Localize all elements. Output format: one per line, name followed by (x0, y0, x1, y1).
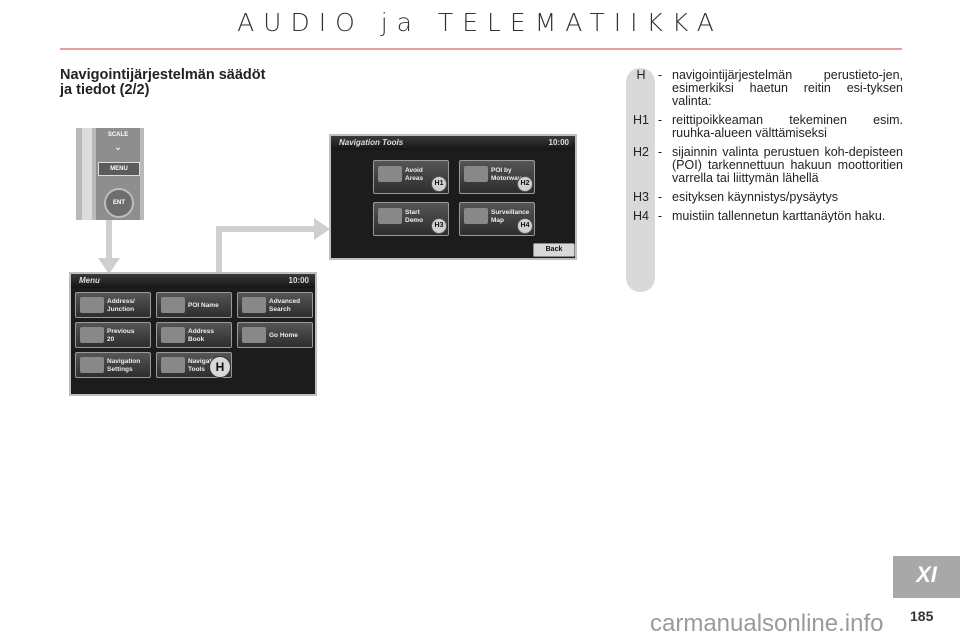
section-title: Navigointijärjestelmän säädöt ja tiedot … (60, 68, 265, 98)
settings-icon (80, 357, 104, 373)
legend-dash: - (658, 68, 663, 82)
back-button[interactable]: Back (533, 243, 575, 257)
button-label: Navigation Tools (188, 358, 222, 373)
legend-code: H1 (633, 113, 649, 127)
button-label: POI Name (188, 302, 219, 309)
button-label: Advanced Search (269, 298, 301, 313)
section-title-line2: ja tiedot (2/2) (60, 82, 150, 98)
legend-item: H - navigointijärjestelmän perustieto-je… (628, 69, 903, 108)
chapter-label: XI (916, 562, 937, 587)
chevron-down-icon: ⌄ (113, 142, 123, 153)
button-label: POI by Motorway (491, 167, 522, 182)
badge-h3: H3 (431, 218, 447, 234)
screen-title-bar: Menu 10:00 (71, 274, 315, 288)
search-icon (242, 297, 266, 313)
demo-icon (378, 208, 402, 224)
menu-address-junction-button[interactable]: Address/ Junction (75, 292, 151, 318)
badge-h1: H1 (431, 176, 447, 192)
history-icon (80, 327, 104, 343)
legend-item: H2 - sijainnin valinta perustuen koh-dep… (628, 146, 903, 185)
menu-screen: Menu 10:00 Address/ Junction POI Name Ad… (69, 272, 317, 396)
legend-code: H4 (633, 209, 649, 223)
address-icon (80, 297, 104, 313)
legend-item: H3 - esityksen käynnistys/pysäytys (628, 191, 903, 204)
button-label: Address Book (188, 328, 215, 343)
control-panel-strip (82, 128, 92, 220)
watermark: carmanualsonline.info (650, 610, 884, 637)
home-icon (242, 327, 266, 343)
menu-button[interactable]: MENU (98, 162, 140, 176)
menu-previous-20-button[interactable]: Previous 20 (75, 322, 151, 348)
button-label: Start Demo (405, 209, 424, 224)
legend-item: H4 - muistiin tallennetun karttanäytön h… (628, 210, 903, 223)
button-label: Go Home (269, 332, 298, 339)
legend-dash: - (658, 190, 663, 204)
badge-h4: H4 (517, 218, 533, 234)
ent-knob[interactable]: ENT (104, 188, 134, 218)
button-label: Previous 20 (107, 328, 135, 343)
screen-title: Menu (79, 276, 100, 285)
page-number: 185 (910, 608, 934, 624)
arrow-down-head (98, 258, 120, 274)
menu-go-home-button[interactable]: Go Home (237, 322, 313, 348)
legend-code: H3 (633, 190, 649, 204)
legend-dash: - (658, 113, 663, 127)
poi-icon (161, 297, 185, 313)
menu-address-book-button[interactable]: Address Book (156, 322, 232, 348)
scale-button[interactable]: SCALE (107, 132, 129, 138)
avoid-areas-button[interactable]: Avoid Areas (373, 160, 449, 194)
button-label: Avoid Areas (405, 167, 424, 182)
header-rule (60, 48, 902, 50)
legend-code: H2 (633, 145, 649, 159)
page-header: AUDIO ja TELEMATIIKKA (237, 8, 723, 37)
arrow-down-line (106, 220, 112, 262)
button-label: Surveillance Map (491, 209, 530, 224)
section-title-line1: Navigointijärjestelmän säädöt (60, 67, 266, 83)
legend-text: reittipoikkeaman tekeminen esim. ruuhka-… (672, 113, 903, 140)
legend-dash: - (658, 209, 663, 223)
legend-text: esityksen käynnistys/pysäytys (672, 190, 839, 204)
screen-clock: 10:00 (288, 276, 309, 285)
road-icon (378, 166, 402, 182)
legend-item: H1 - reittipoikkeaman tekeminen esim. ru… (628, 114, 903, 140)
control-panel-face: SCALE ⌄ MENU ENT (96, 128, 140, 220)
menu-poi-name-button[interactable]: POI Name (156, 292, 232, 318)
button-label: Navigation Settings (107, 358, 141, 373)
map-icon (464, 208, 488, 224)
legend-sidebar (626, 68, 655, 292)
screen-title-bar: Navigation Tools 10:00 (331, 136, 575, 150)
legend-code: H (636, 68, 646, 82)
arrow-h-horizontal-line (216, 226, 316, 232)
book-icon (161, 327, 185, 343)
menu-navigation-settings-button[interactable]: Navigation Settings (75, 352, 151, 378)
control-panel-photo: SCALE ⌄ MENU ENT (76, 128, 144, 220)
badge-h2: H2 (517, 176, 533, 192)
button-label: Address/ Junction (107, 298, 135, 313)
legend-text: muistiin tallennetun karttanäytön haku. (672, 209, 886, 223)
legend-text: navigointijärjestelmän perustieto-jen, e… (672, 68, 903, 108)
legend-text: sijainnin valinta perustuen koh-depistee… (672, 145, 903, 185)
menu-advanced-search-button[interactable]: Advanced Search (237, 292, 313, 318)
screen-title: Navigation Tools (339, 138, 404, 147)
badge-h: H (209, 356, 231, 378)
navigation-tools-screen: Navigation Tools 10:00 Avoid Areas POI b… (329, 134, 577, 260)
legend-dash: - (658, 145, 663, 159)
motorway-icon (464, 166, 488, 182)
screen-clock: 10:00 (548, 138, 569, 147)
legend-list: H - navigointijärjestelmän perustieto-je… (628, 69, 903, 229)
tools-icon (161, 357, 185, 373)
chapter-tab: XI (893, 556, 960, 598)
arrow-right-head (314, 218, 330, 240)
